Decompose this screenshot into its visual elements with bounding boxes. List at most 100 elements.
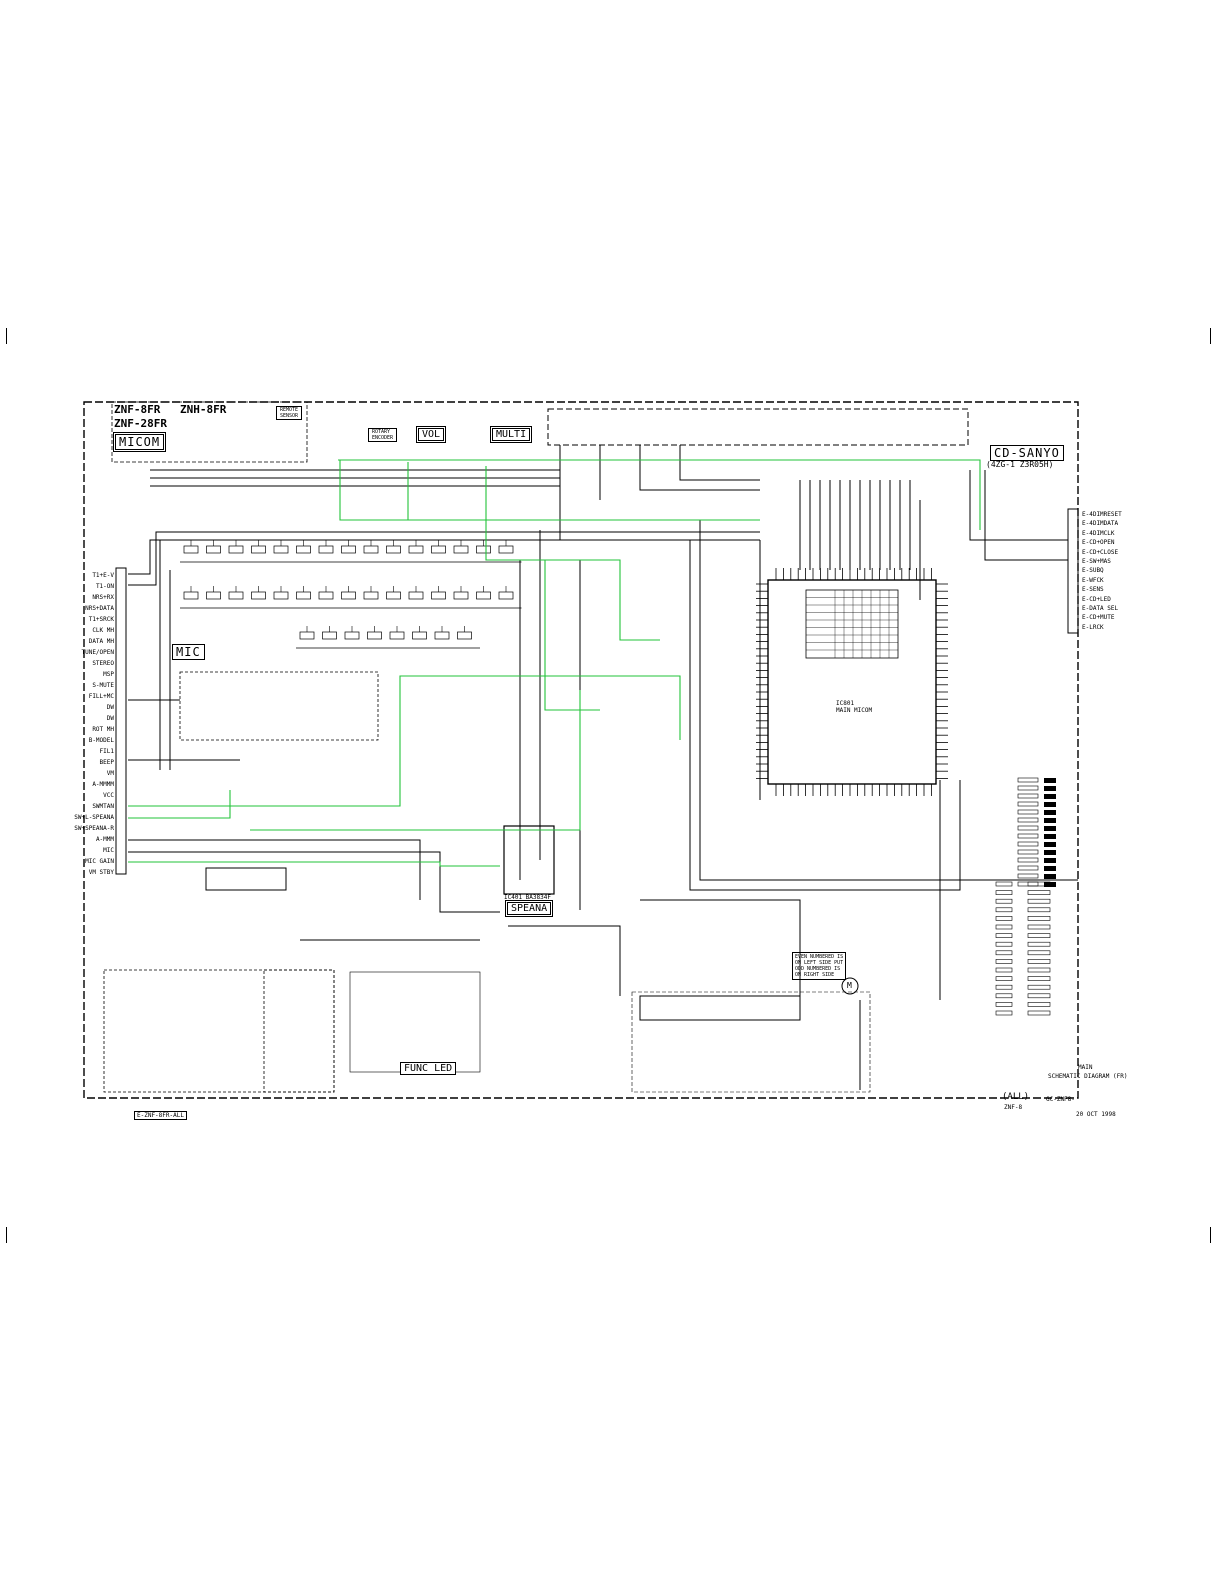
right-connector-pin-label: E-SW+MAS xyxy=(1082,558,1111,565)
cd-area-outline xyxy=(547,408,969,446)
wire xyxy=(128,531,760,586)
wire xyxy=(679,445,760,481)
switch xyxy=(251,591,266,600)
wire xyxy=(128,539,760,575)
main-micom-pins xyxy=(756,568,948,796)
left-connector-pin-label: MIC GAIN xyxy=(85,858,114,865)
signal-line xyxy=(544,560,600,711)
switch xyxy=(431,545,446,554)
resistor xyxy=(1017,817,1039,823)
left-connector-pin-label: TUNE/OPEN xyxy=(81,649,114,656)
driver-block xyxy=(1044,842,1056,847)
switch xyxy=(498,591,514,600)
resistor xyxy=(1027,890,1051,895)
left-connector-pin-label: DW xyxy=(106,715,114,722)
motor-area xyxy=(631,991,871,1093)
resistor xyxy=(1017,857,1039,863)
left-connector-pin-label: B-MODEL xyxy=(88,737,114,744)
left-connector-pin-label: CLK MH xyxy=(92,627,114,634)
driver-block xyxy=(1044,786,1056,791)
left-connector-pin-label: S-MUTE xyxy=(92,682,114,689)
crop-mark xyxy=(1210,1227,1211,1243)
wire xyxy=(689,540,961,891)
wire xyxy=(128,851,500,913)
switch xyxy=(318,591,334,600)
driver-block xyxy=(1044,818,1056,823)
wire xyxy=(640,899,801,996)
block-title-func-led: FUNC LED xyxy=(400,1062,457,1075)
switch xyxy=(367,631,382,640)
signal-line xyxy=(485,466,660,641)
left-connector-pin-label: MIC xyxy=(103,847,114,854)
resistor xyxy=(995,916,1013,921)
diagram-title-1: MAIN xyxy=(1078,1064,1093,1071)
switch xyxy=(299,631,315,640)
switch xyxy=(389,631,405,640)
switch xyxy=(251,545,266,554)
left-connector-pin-label: A-MMM xyxy=(95,836,114,843)
left-connector-pin-label: ROT MH xyxy=(92,726,114,733)
switch xyxy=(341,545,356,554)
switch xyxy=(183,591,199,600)
resistor xyxy=(1027,993,1051,999)
left-connector-pin-label: NRS+RX xyxy=(92,594,114,601)
left-connector-pin-label: SWMTAN xyxy=(92,803,114,810)
switch xyxy=(408,545,424,554)
footer-file-code: GC-ZNF8- xyxy=(1046,1096,1075,1103)
right-connector-body xyxy=(1067,508,1079,634)
resistor xyxy=(1027,1002,1051,1007)
right-connector-pin-label: E-SUBQ xyxy=(1082,567,1104,575)
main-micom-label: IC801 MAIN MICOM xyxy=(836,700,873,714)
driver-block xyxy=(1044,810,1056,815)
resistor xyxy=(995,907,1013,913)
left-connector-pin-label: SW+L-SPEANA xyxy=(74,814,114,821)
driver-block xyxy=(1044,778,1056,783)
resistor xyxy=(1027,959,1051,964)
wire xyxy=(508,925,621,996)
left-connector-pin-label: MSP xyxy=(103,671,114,678)
block-title-mic: MIC xyxy=(172,644,205,660)
resistor xyxy=(995,959,1013,964)
resistor xyxy=(1027,950,1051,956)
func-note: EVEN NUMBERED IS ON LEFT SIDE PUT ODD NU… xyxy=(792,952,847,980)
resistor xyxy=(1017,809,1039,815)
model-label: ZNF-28FR xyxy=(114,417,167,430)
resistor xyxy=(1017,849,1039,855)
switch xyxy=(322,631,337,640)
resistor xyxy=(1017,785,1039,791)
resistor xyxy=(1027,967,1051,973)
switch xyxy=(183,545,199,554)
resistor xyxy=(1027,898,1051,904)
block-title-multi: MULTI xyxy=(490,426,533,443)
left-connector-pin-label: STEREO xyxy=(92,660,114,667)
driver-block xyxy=(1044,858,1056,863)
right-connector-pin-label: E-CD+LED xyxy=(1082,595,1111,603)
led-area-right xyxy=(263,969,335,1093)
right-connector-pin-label: E-4DIMCLK xyxy=(1082,529,1115,537)
right-connector-pin-label: E-SENS xyxy=(1082,586,1104,594)
driver-block xyxy=(1044,874,1056,879)
right-connector-pin-label: E-CD+MUTE xyxy=(1082,614,1115,622)
right-connector-pin-label: E-CD+OPEN xyxy=(1082,539,1115,547)
switch xyxy=(296,545,311,554)
func-led-area xyxy=(349,971,481,1073)
left-connector-pin-label: VM STBY xyxy=(88,869,114,876)
left-connector-pin-label: NRS+DATA xyxy=(85,605,114,612)
crop-mark xyxy=(1210,328,1211,344)
resistor xyxy=(1017,865,1039,871)
switch xyxy=(296,591,311,600)
crop-mark xyxy=(6,328,7,344)
switch xyxy=(341,591,356,600)
switch-rows xyxy=(180,540,522,649)
model-label: ZNH-8FR xyxy=(180,403,227,416)
left-connector-pin-label: FIL1 xyxy=(99,748,114,755)
left-connector-pin-label: T1-ON xyxy=(95,583,114,590)
switch xyxy=(476,545,491,554)
switch xyxy=(344,631,360,640)
signal-line xyxy=(338,459,981,530)
resistor xyxy=(1027,941,1051,947)
left-connector-pin-label: FILL+MC xyxy=(88,693,114,700)
resistor xyxy=(1017,793,1039,799)
rotary-encoder-text: ROTARY ENCODER xyxy=(372,429,394,441)
resistor xyxy=(995,924,1013,930)
